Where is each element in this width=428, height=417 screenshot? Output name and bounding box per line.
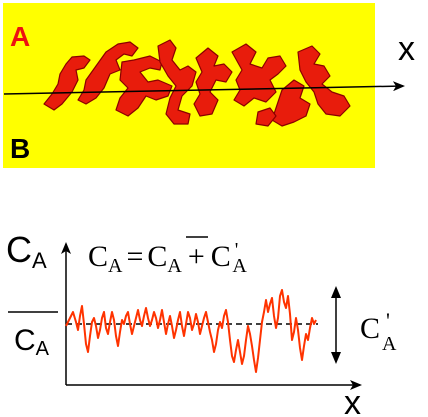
red-fluid-regions [43, 39, 351, 127]
x-axis-line-top [3, 81, 405, 95]
fluid-blob [77, 41, 139, 105]
decomposition-equation: CA=CA+C'A [88, 236, 247, 277]
region-a-label: A [10, 21, 30, 52]
concentration-plot: CA CA x C'A CA=CA+C'A [6, 229, 397, 417]
x-axis-label-top: x [398, 30, 415, 68]
svg-text:CA=CA+C'A: CA=CA+C'A [88, 239, 247, 277]
fluctuation-label: C'A [360, 308, 397, 355]
double-arrow-icon [331, 286, 341, 364]
mixing-panel: A B x [3, 3, 415, 168]
mean-label: CA [14, 324, 50, 360]
fluid-blob [157, 39, 197, 125]
region-b-label: B [10, 133, 30, 164]
y-axis-label: CA [6, 229, 47, 273]
fluid-blob [255, 107, 277, 127]
x-axis-label: x [344, 384, 361, 417]
fluid-blob [297, 45, 351, 117]
concentration-trace [65, 289, 317, 373]
